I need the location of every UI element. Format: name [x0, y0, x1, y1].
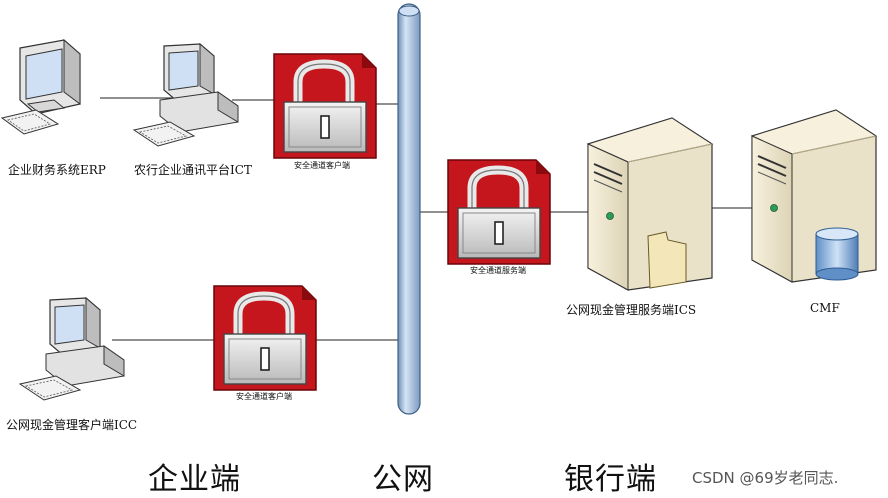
- lock-client-bottom-label: 安全通道客户端: [236, 392, 292, 401]
- erp-computer-icon: [1, 39, 81, 135]
- ics-label: 公网现金管理服务端ICS: [566, 303, 697, 317]
- erp-label: 企业财务系统ERP: [8, 163, 106, 177]
- zone-enterprise-label: 企业端: [148, 462, 241, 497]
- connection-lines: [100, 97, 752, 341]
- secure-channel-server-lock-icon: [448, 160, 550, 264]
- secure-channel-client-top-lock-icon: [274, 54, 376, 158]
- ict-computer-icon: [133, 43, 239, 147]
- zone-public-net-label: 公网: [372, 462, 434, 497]
- database-icon: [815, 227, 859, 281]
- zone-bank-label: 银行端: [564, 462, 657, 497]
- public-network-pipe: [397, 3, 421, 415]
- ics-server-icon: [587, 117, 713, 291]
- secure-channel-client-bottom-lock-icon: [214, 286, 316, 390]
- icc-label: 公网现金管理客户端ICC: [6, 418, 138, 432]
- cmf-server-icon: [751, 109, 877, 283]
- folder-icon: [647, 231, 687, 289]
- ict-label: 农行企业通讯平台ICT: [134, 163, 252, 177]
- lock-server-label: 安全通道服务端: [470, 266, 526, 275]
- lock-client-top-label: 安全通道客户端: [294, 161, 350, 170]
- icc-computer-icon: [19, 297, 125, 401]
- cmf-label: CMF: [810, 301, 840, 315]
- watermark: CSDN @69岁老同志.: [692, 469, 839, 487]
